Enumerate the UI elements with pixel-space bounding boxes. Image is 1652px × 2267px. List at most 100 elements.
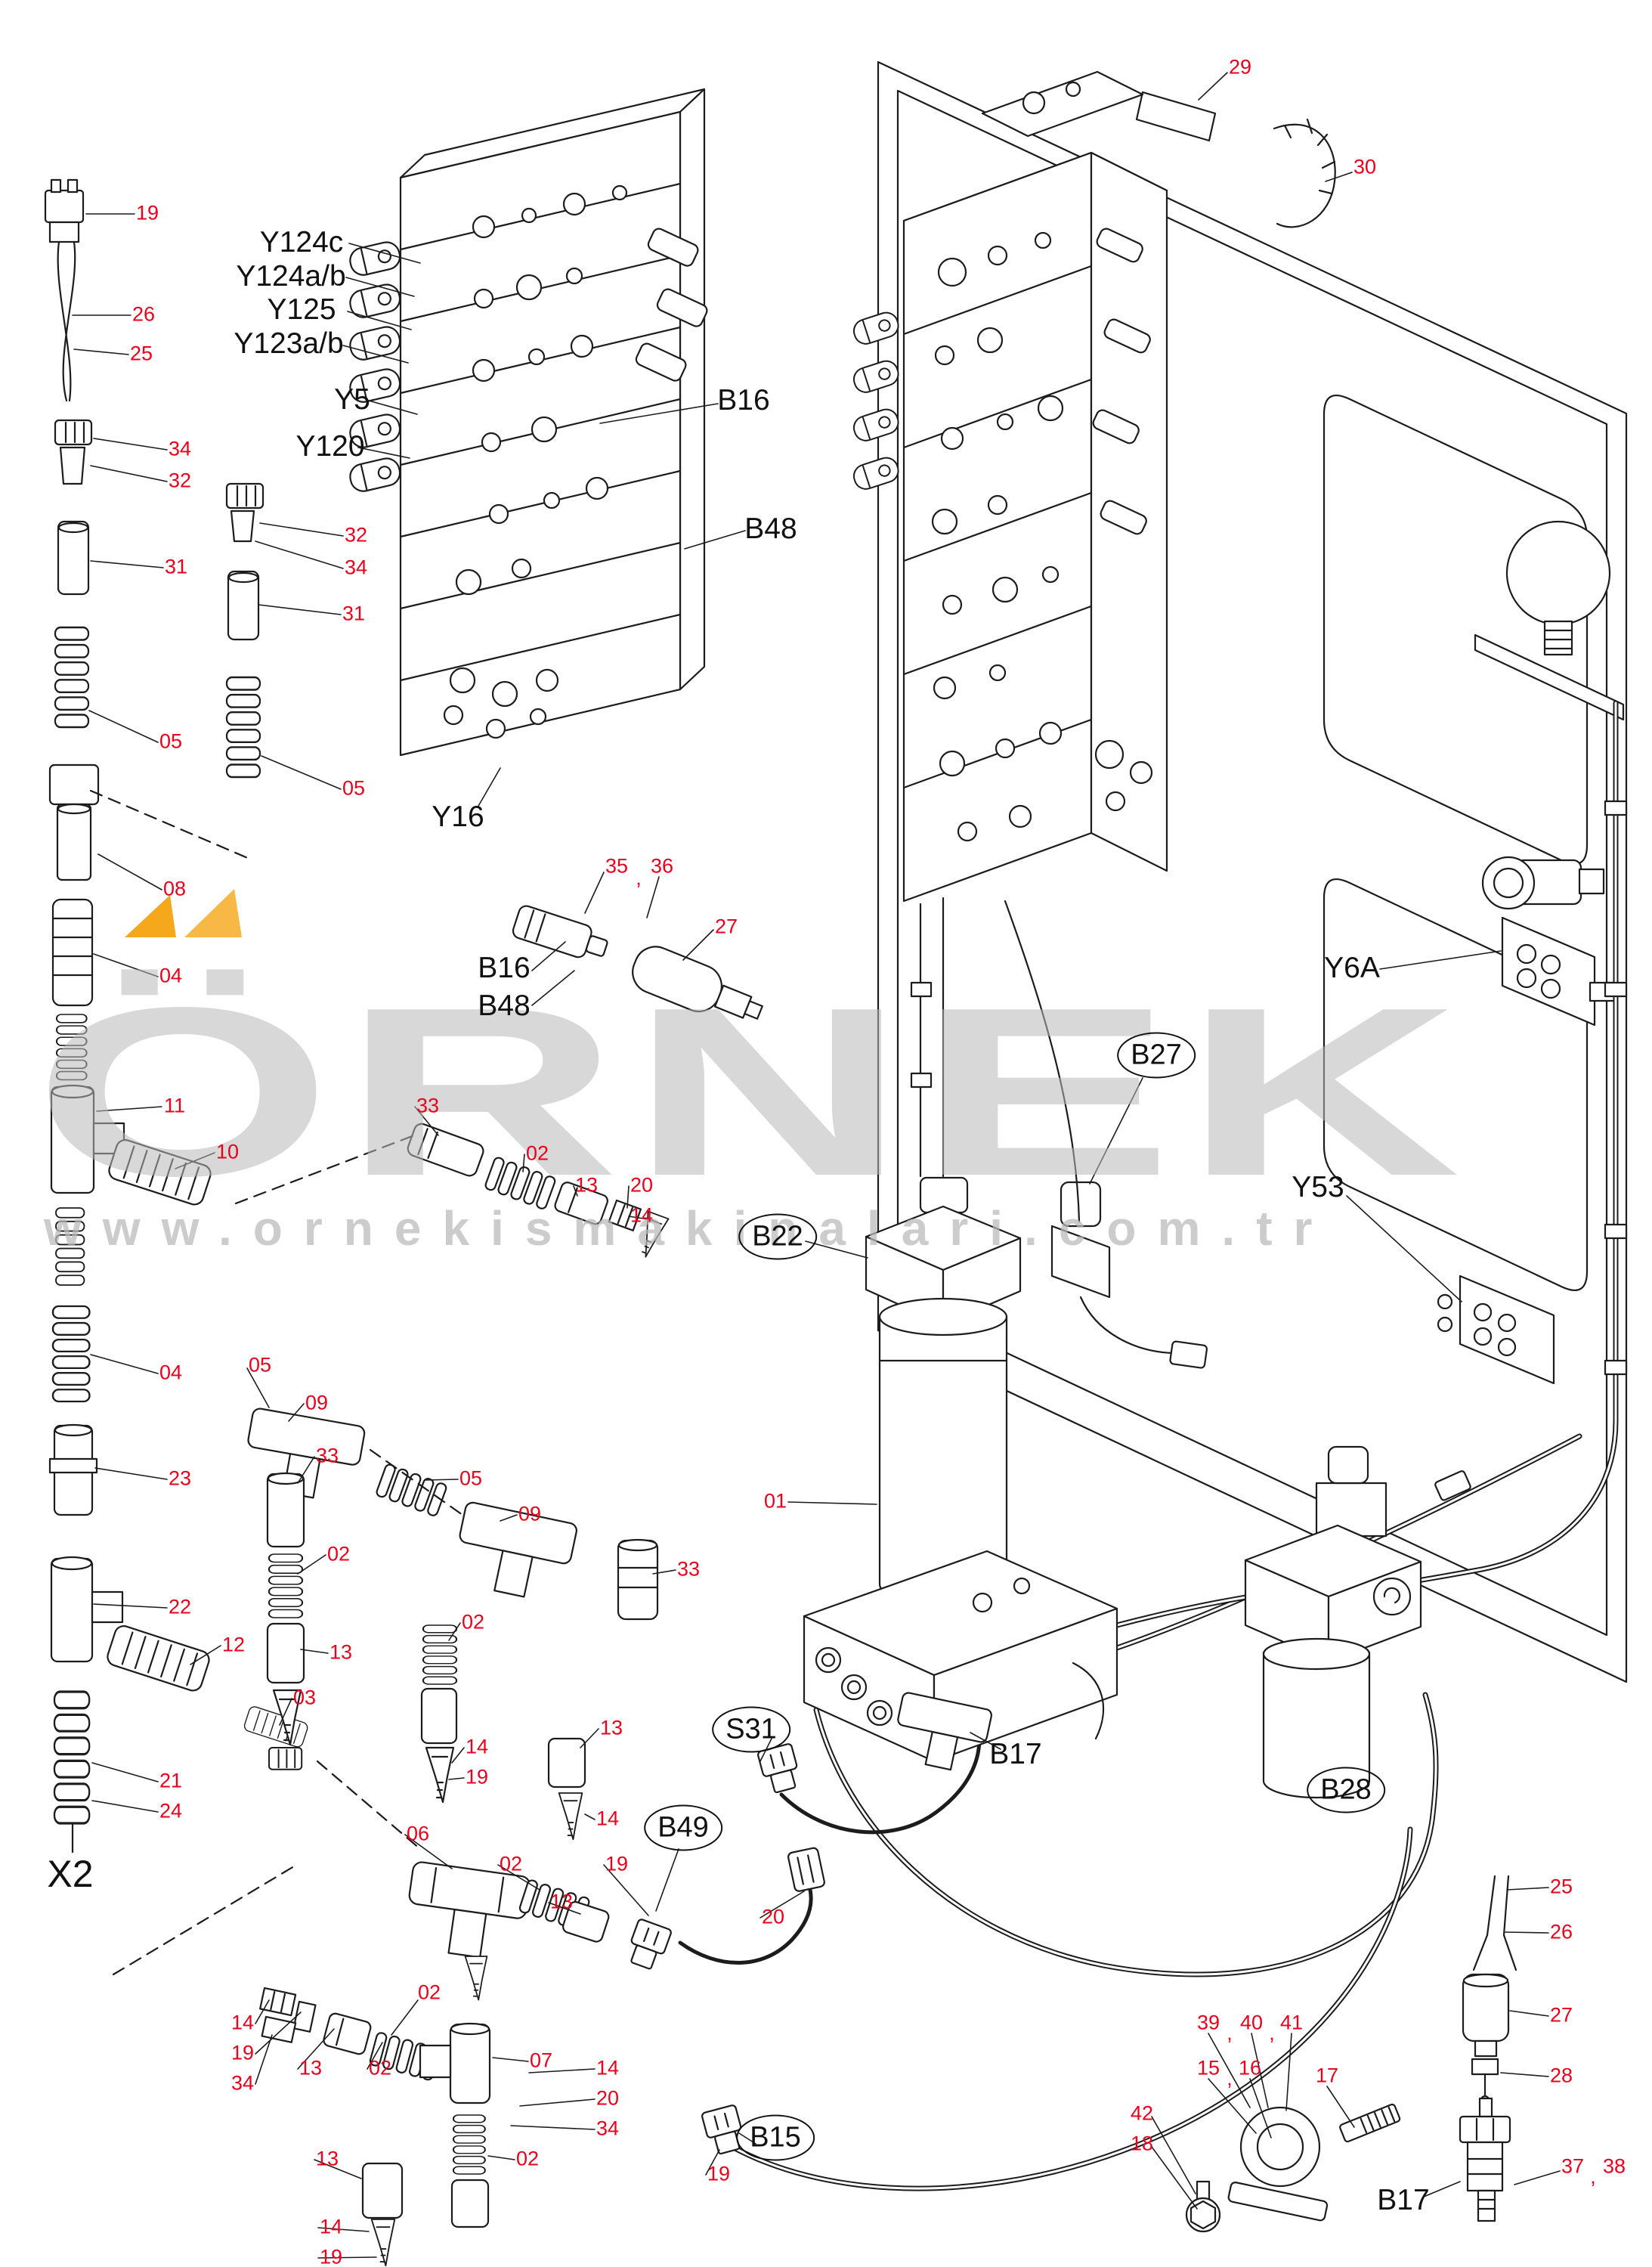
callout-number: 11 [163,1094,186,1117]
callout-number: 19 [319,2245,343,2267]
hose-assembly-second [225,482,265,779]
mounting-frame [877,60,1628,1683]
callout-number: 05 [342,776,366,800]
callout-number: 04 [159,1361,183,1384]
callout-number: 24 [159,1799,183,1823]
callout-number: 41 [1279,2011,1304,2034]
part-label: Y125 [267,293,336,326]
circled-part-label: B27 [1117,1032,1196,1079]
callout-number: 29 [1228,55,1252,79]
valve-y6a [1481,856,1617,1027]
part-label: B48 [744,513,797,545]
hydraulic-hoses [678,700,1628,2191]
callout-number: 42 [1130,2101,1154,2125]
callout-number: 14 [319,2215,343,2238]
part-label: Y16 [432,801,484,833]
callout-number: 22 [168,1595,192,1618]
valve-block-auxiliary [346,88,708,757]
callout-number: 31 [164,555,188,578]
callout-number: 05 [248,1353,272,1377]
callout-number: 02 [525,1141,549,1165]
callout-number: 13 [599,1716,623,1739]
callout-number: 09 [305,1391,329,1414]
callout-number: 02 [499,1852,523,1875]
callout-number: 02 [368,2056,392,2080]
valve-b27 [1050,1181,1208,1369]
callout-number: , [1269,2021,1275,2045]
callout-number: 08 [162,877,187,900]
callout-number: , [636,866,642,890]
callout-number: 14 [465,1735,489,1758]
label-plate [1135,91,1217,142]
part-label: Y124c [259,226,344,259]
callout-number: 35 [605,854,629,878]
callout-number: 13 [329,1640,353,1664]
callout-number: , [1590,2165,1596,2188]
callout-number: 06 [406,1822,430,1845]
callout-number: , [1227,2067,1233,2090]
cable-tie [1273,123,1336,228]
callout-number: 25 [1549,1875,1573,1898]
callout-number: 20 [630,1173,654,1197]
callout-number: 34 [230,2071,255,2095]
watermark-triangle-icon [184,889,242,937]
hose-assembly-left [48,419,310,1854]
callout-number: 19 [707,2162,731,2185]
part-label: Y120 [295,430,365,463]
fitting-cluster [247,1123,670,2267]
callout-number: 34 [168,437,192,460]
valve-block-main [850,70,1168,903]
part-label: B17 [989,1738,1042,1770]
circled-part-label: B28 [1307,1767,1385,1813]
part-label: B16 [717,384,770,417]
part-label: Y124a/b [236,260,346,293]
callout-number: 28 [1549,2064,1573,2087]
callout-number: 09 [518,1502,542,1525]
callout-number: 12 [221,1633,246,1656]
callout-number: 38 [1602,2154,1626,2178]
callout-number: 04 [159,964,183,987]
callout-number: 19 [605,1852,629,1875]
accumulator [1505,520,1611,656]
callout-number: 16 [1238,2056,1262,2080]
callout-number: 02 [417,1981,441,2004]
callout-number: 32 [168,469,192,492]
callout-number: 27 [714,915,738,938]
callout-number: 10 [215,1140,240,1163]
callout-number: 05 [159,729,183,753]
callout-number: 01 [763,1489,787,1513]
part-label: Y123a/b [234,327,344,360]
part-label: B48 [478,989,531,1022]
pressure-filter-b28 [1244,1524,1422,1799]
callout-number: 34 [596,2117,620,2140]
callout-number: 21 [159,1769,183,1792]
part-label: Y53 [1292,1171,1344,1203]
callout-number: 34 [344,556,368,579]
callout-number: 18 [1130,2132,1154,2155]
connector-x2-plug [44,178,85,402]
valve-manifold [803,1550,1118,1771]
callout-number: 02 [326,1542,351,1566]
callout-number: 40 [1239,2011,1264,2034]
part-label: Y6A [1324,952,1380,984]
callout-number: 33 [416,1094,440,1117]
callout-number: 14 [630,1203,654,1227]
callout-number: 26 [1549,1920,1573,1943]
callout-number: 19 [230,2041,255,2064]
part-label: Y5 [334,383,370,416]
circled-part-label: B15 [736,2114,815,2161]
circled-part-label: B49 [644,1804,722,1851]
callout-number: 07 [529,2049,553,2072]
part-label: B17 [1377,2184,1430,2216]
callout-number: 37 [1561,2154,1585,2178]
callout-number: 13 [574,1173,599,1197]
callout-number: 15 [1196,2056,1220,2080]
valve-y53 [1437,1274,1555,1385]
callout-number: 03 [292,1686,317,1709]
part-label: B16 [478,952,531,984]
callout-number: 13 [299,2056,323,2080]
leader-lines [72,72,1561,2259]
clamp-and-sensor-parts [1185,1875,1517,2233]
callout-number: 36 [650,854,674,878]
